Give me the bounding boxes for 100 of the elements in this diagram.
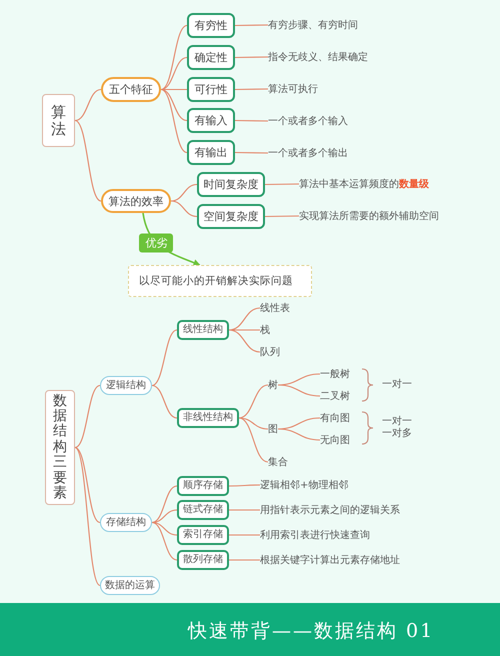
box-label: 非线性结构 <box>183 413 233 423</box>
box-label: 算法的效率 <box>108 196 164 206</box>
branch-text: 集合 <box>268 456 288 468</box>
box-label: 逻辑结构 <box>106 380 146 390</box>
branch-text: 实现算法所需要的额外辅助空间 <box>299 210 439 222</box>
connector-line <box>229 559 260 561</box>
topic-box <box>42 94 75 147</box>
connector-line <box>161 88 187 90</box>
branch-pill <box>100 576 160 595</box>
connector-line <box>235 24 268 26</box>
category-box <box>177 320 229 340</box>
branch-text: 栈 <box>260 324 270 336</box>
branch-text: 二叉树 <box>320 390 350 402</box>
category-box <box>177 550 229 570</box>
category-box <box>177 408 239 428</box>
connector-line <box>235 152 268 154</box>
connector-line <box>265 183 299 186</box>
connector-line <box>228 329 260 353</box>
connector-line <box>160 88 188 122</box>
connector-line <box>238 417 268 463</box>
connector-line <box>152 329 178 386</box>
connector-line <box>278 428 320 441</box>
category-box <box>177 476 229 496</box>
relation-note: 一对一 <box>382 416 412 428</box>
branch-text: 有向图 <box>320 412 350 424</box>
connector-line <box>235 120 268 122</box>
relation-note: 一对多 <box>382 428 412 440</box>
connector-line <box>152 485 178 524</box>
branch-text: 有穷步骤、有穷时间 <box>268 18 358 32</box>
branch-pill <box>100 513 152 532</box>
category-box <box>187 13 235 38</box>
connector-line <box>229 329 260 331</box>
category-box <box>177 500 229 520</box>
branch-text: 树 <box>268 378 278 392</box>
connector-line <box>170 200 198 218</box>
box-label: 以尽可能小的开销解决实际问题 <box>139 276 293 286</box>
branch-text: 利用索引表进行快速查询 <box>260 528 370 542</box>
box-label: 索引存储 <box>183 530 223 540</box>
box-label: 有穷性 <box>194 20 228 31</box>
box-label: 链式存储 <box>183 505 223 515</box>
connector-line <box>160 56 188 90</box>
connector-line <box>235 56 268 58</box>
branch-text: 无向图 <box>320 434 350 446</box>
branch-text: 图 <box>268 422 278 436</box>
branch-pill <box>101 189 171 213</box>
box-label: 有输入 <box>194 115 228 126</box>
category-box <box>187 108 235 133</box>
branch-text: 算法可执行 <box>268 82 318 96</box>
box-label: 线性结构 <box>183 325 223 335</box>
branch-text: 根据关键字计算出元素存储地址 <box>260 554 400 566</box>
category-box <box>177 525 229 545</box>
box-label: 数据结构三要素 <box>53 394 67 502</box>
connector-line <box>170 184 198 202</box>
branch-text: 一个或者多个输出 <box>268 146 348 160</box>
box-label: 有输出 <box>194 147 228 158</box>
connector-line <box>229 534 260 536</box>
connector-line <box>74 447 100 586</box>
connector-line <box>74 447 100 523</box>
connector-line <box>74 88 102 122</box>
box-label: 确定性 <box>194 52 228 63</box>
connector-line <box>238 384 268 419</box>
note-box <box>128 265 312 297</box>
branch-pill <box>101 77 161 102</box>
box-label: 时间复杂度 <box>204 179 258 190</box>
branch-text: 一般树 <box>320 368 350 380</box>
box-label: 顺序存储 <box>183 481 223 491</box>
branch-pill <box>100 376 152 395</box>
connector-line <box>229 509 260 511</box>
branch-text: 算法中基本运算频度的数量级 <box>299 178 429 190</box>
connector-line <box>228 307 260 331</box>
connector-line <box>152 522 178 561</box>
connector-line <box>278 384 320 397</box>
box-label: 存储结构 <box>106 518 146 528</box>
connector-line <box>160 89 188 153</box>
branch-text: 队列 <box>260 346 280 358</box>
box-label: 空间复杂度 <box>204 211 258 222</box>
connector-line <box>229 484 260 487</box>
connector-line <box>235 88 268 90</box>
connector-line <box>152 509 178 524</box>
connector-line <box>152 384 178 419</box>
branch-text: 用指针表示元素之间的逻辑关系 <box>260 504 400 516</box>
category-box <box>197 172 265 197</box>
connector-line <box>152 522 178 536</box>
topic-box <box>45 390 75 505</box>
branch-text: 一个或者多个输入 <box>268 114 348 128</box>
connector-line <box>160 25 188 90</box>
branch-text: 指令无歧义、结果确定 <box>268 50 368 64</box>
connector-line <box>238 417 268 430</box>
box-label: 五个特征 <box>109 84 153 95</box>
category-box <box>187 140 235 165</box>
banner-title: 快速带背——数据结构 01 <box>188 622 434 641</box>
branch-text: 线性表 <box>260 302 290 314</box>
box-label: 算法 <box>51 104 66 137</box>
box-label: 可行性 <box>194 84 228 95</box>
box-label: 散列存储 <box>183 555 223 565</box>
connector-line <box>74 385 100 448</box>
category-box <box>197 204 265 229</box>
relation-note: 一对一 <box>382 379 412 391</box>
connector-line <box>265 215 299 218</box>
edge-label: 优劣 <box>139 233 174 252</box>
